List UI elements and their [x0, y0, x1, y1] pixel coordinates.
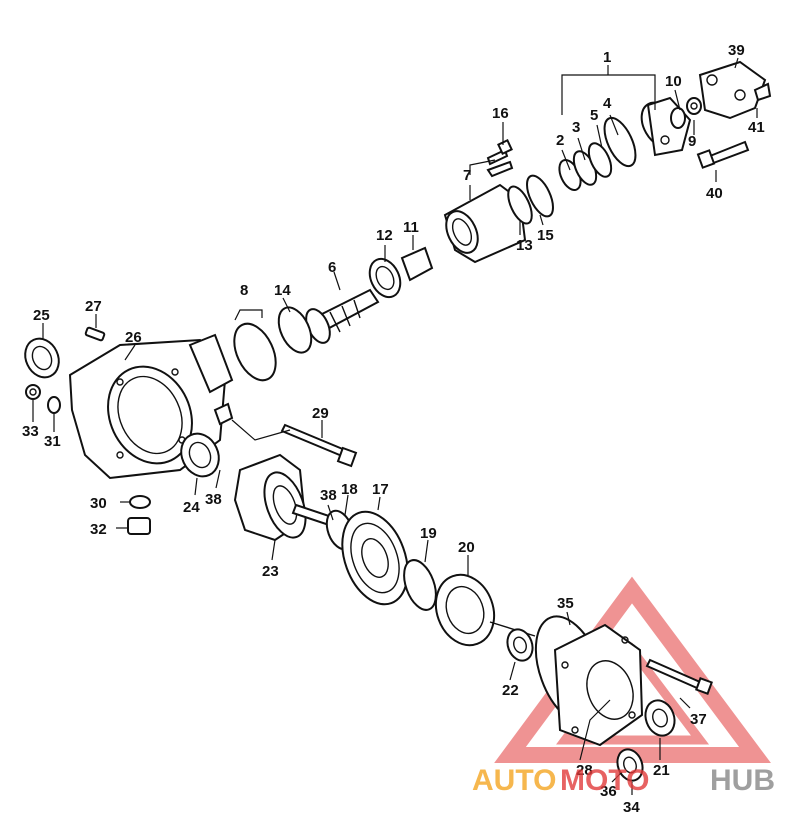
callout-34: 34 [623, 799, 640, 816]
callout-1: 1 [603, 49, 611, 66]
callout-40: 40 [706, 185, 723, 202]
callout-31: 31 [44, 433, 61, 450]
watermark-hub: HUB [710, 764, 775, 797]
carrier-bearing [403, 559, 536, 647]
long-bolt [280, 423, 358, 468]
callout-5: 5 [590, 107, 598, 124]
callout-4: 4 [603, 95, 612, 112]
callout-17: 17 [372, 481, 389, 498]
seal-rings [558, 142, 613, 191]
callout-27: 27 [85, 298, 102, 315]
callout-23: 23 [262, 563, 279, 580]
callout-39: 39 [728, 42, 745, 59]
callout-7: 7 [463, 167, 471, 184]
callout-41: 41 [748, 119, 765, 136]
leader-lines [32, 57, 758, 795]
callout-8: 8 [240, 282, 248, 299]
callout-labels: 1 2 3 4 5 6 7 8 9 10 11 12 13 14 15 16 1… [22, 42, 765, 816]
callout-36: 36 [600, 783, 617, 800]
side-bearing [180, 432, 220, 478]
pinion-housing [443, 160, 554, 264]
callout-21: 21 [653, 762, 670, 779]
callout-24: 24 [183, 499, 200, 516]
callout-13: 13 [516, 237, 533, 254]
callout-22: 22 [502, 682, 519, 699]
callout-32: 32 [90, 521, 107, 538]
callout-14: 14 [274, 282, 291, 299]
callout-10: 10 [665, 73, 682, 90]
callout-11: 11 [403, 219, 419, 236]
callout-38-left: 38 [205, 491, 222, 508]
watermark-text: AUTO MOTO HUB [472, 764, 775, 797]
callout-12: 12 [376, 227, 393, 244]
differential-carrier [233, 453, 337, 542]
side-cover [534, 615, 713, 782]
shim-set [233, 306, 313, 382]
callout-19: 19 [420, 525, 437, 542]
ring-gear [325, 509, 409, 606]
watermark-auto: AUTO [472, 764, 556, 797]
callout-6: 6 [328, 259, 336, 276]
pinion-gear [305, 288, 380, 344]
callout-30: 30 [90, 495, 107, 512]
callout-16: 16 [492, 105, 509, 122]
callout-26: 26 [125, 329, 142, 346]
callout-29: 29 [312, 405, 329, 422]
callout-18: 18 [341, 481, 358, 498]
flange-assembly [603, 60, 772, 169]
callout-15: 15 [537, 227, 554, 244]
callout-25: 25 [33, 307, 50, 324]
pinion-bearing [368, 246, 434, 299]
callout-28: 28 [576, 762, 593, 779]
callout-37: 37 [690, 711, 707, 728]
housing-small-parts [24, 326, 151, 535]
callout-38-right: 38 [320, 487, 337, 504]
callout-9: 9 [688, 133, 696, 150]
callout-2: 2 [556, 132, 564, 149]
callout-33: 33 [22, 423, 39, 440]
callout-35: 35 [557, 595, 574, 612]
callout-3: 3 [572, 119, 580, 136]
watermark-moto: MOTO [560, 764, 649, 797]
callout-20: 20 [458, 539, 475, 556]
small-bearing [506, 628, 534, 662]
